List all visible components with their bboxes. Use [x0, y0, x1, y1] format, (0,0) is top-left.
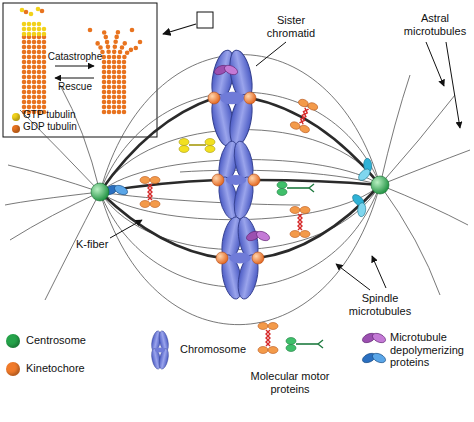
catastrophe-arrow: [55, 66, 94, 67]
legend-text: Chromosome: [180, 343, 270, 356]
legend-swatch: [12, 125, 20, 133]
callout-label: Spindle microtubules: [338, 292, 422, 317]
chromosomes: [208, 48, 262, 301]
zoom-box: [197, 12, 213, 28]
legend-text: Kinetochore: [26, 362, 126, 375]
centrosomes: [91, 176, 389, 201]
callout-label: Astral microtubules: [398, 12, 472, 37]
legend-icons: [150, 323, 387, 370]
legend-text: Centrosome: [26, 334, 126, 347]
legend-swatch: [12, 113, 20, 121]
legend-text: GDP tubulin: [23, 121, 123, 133]
callout-label: Sister chromatid: [258, 14, 324, 39]
spindle-proteins: [103, 63, 377, 242]
k-fibers: [100, 98, 380, 258]
process-label: Catastrophe: [35, 51, 115, 63]
legend-text: GTP tubulin: [23, 109, 123, 121]
zoom-arrow: [163, 24, 196, 34]
legend-swatch: [6, 334, 20, 348]
legend-swatch: [6, 362, 20, 376]
callout-label: K-fiber: [76, 238, 126, 251]
growing-microtubule: [24, 20, 44, 112]
legend-text: Molecular motor proteins: [240, 370, 340, 395]
shrinking-microtubule: [94, 32, 136, 112]
process-label: Rescue: [35, 81, 115, 93]
legend-text: Microtubule depolymerizing proteins: [390, 331, 474, 369]
dissociated-tubulin: [88, 28, 143, 45]
free-tubulin: [20, 7, 45, 17]
leader-lines: [110, 42, 460, 290]
rescue-arrow: [55, 78, 94, 79]
